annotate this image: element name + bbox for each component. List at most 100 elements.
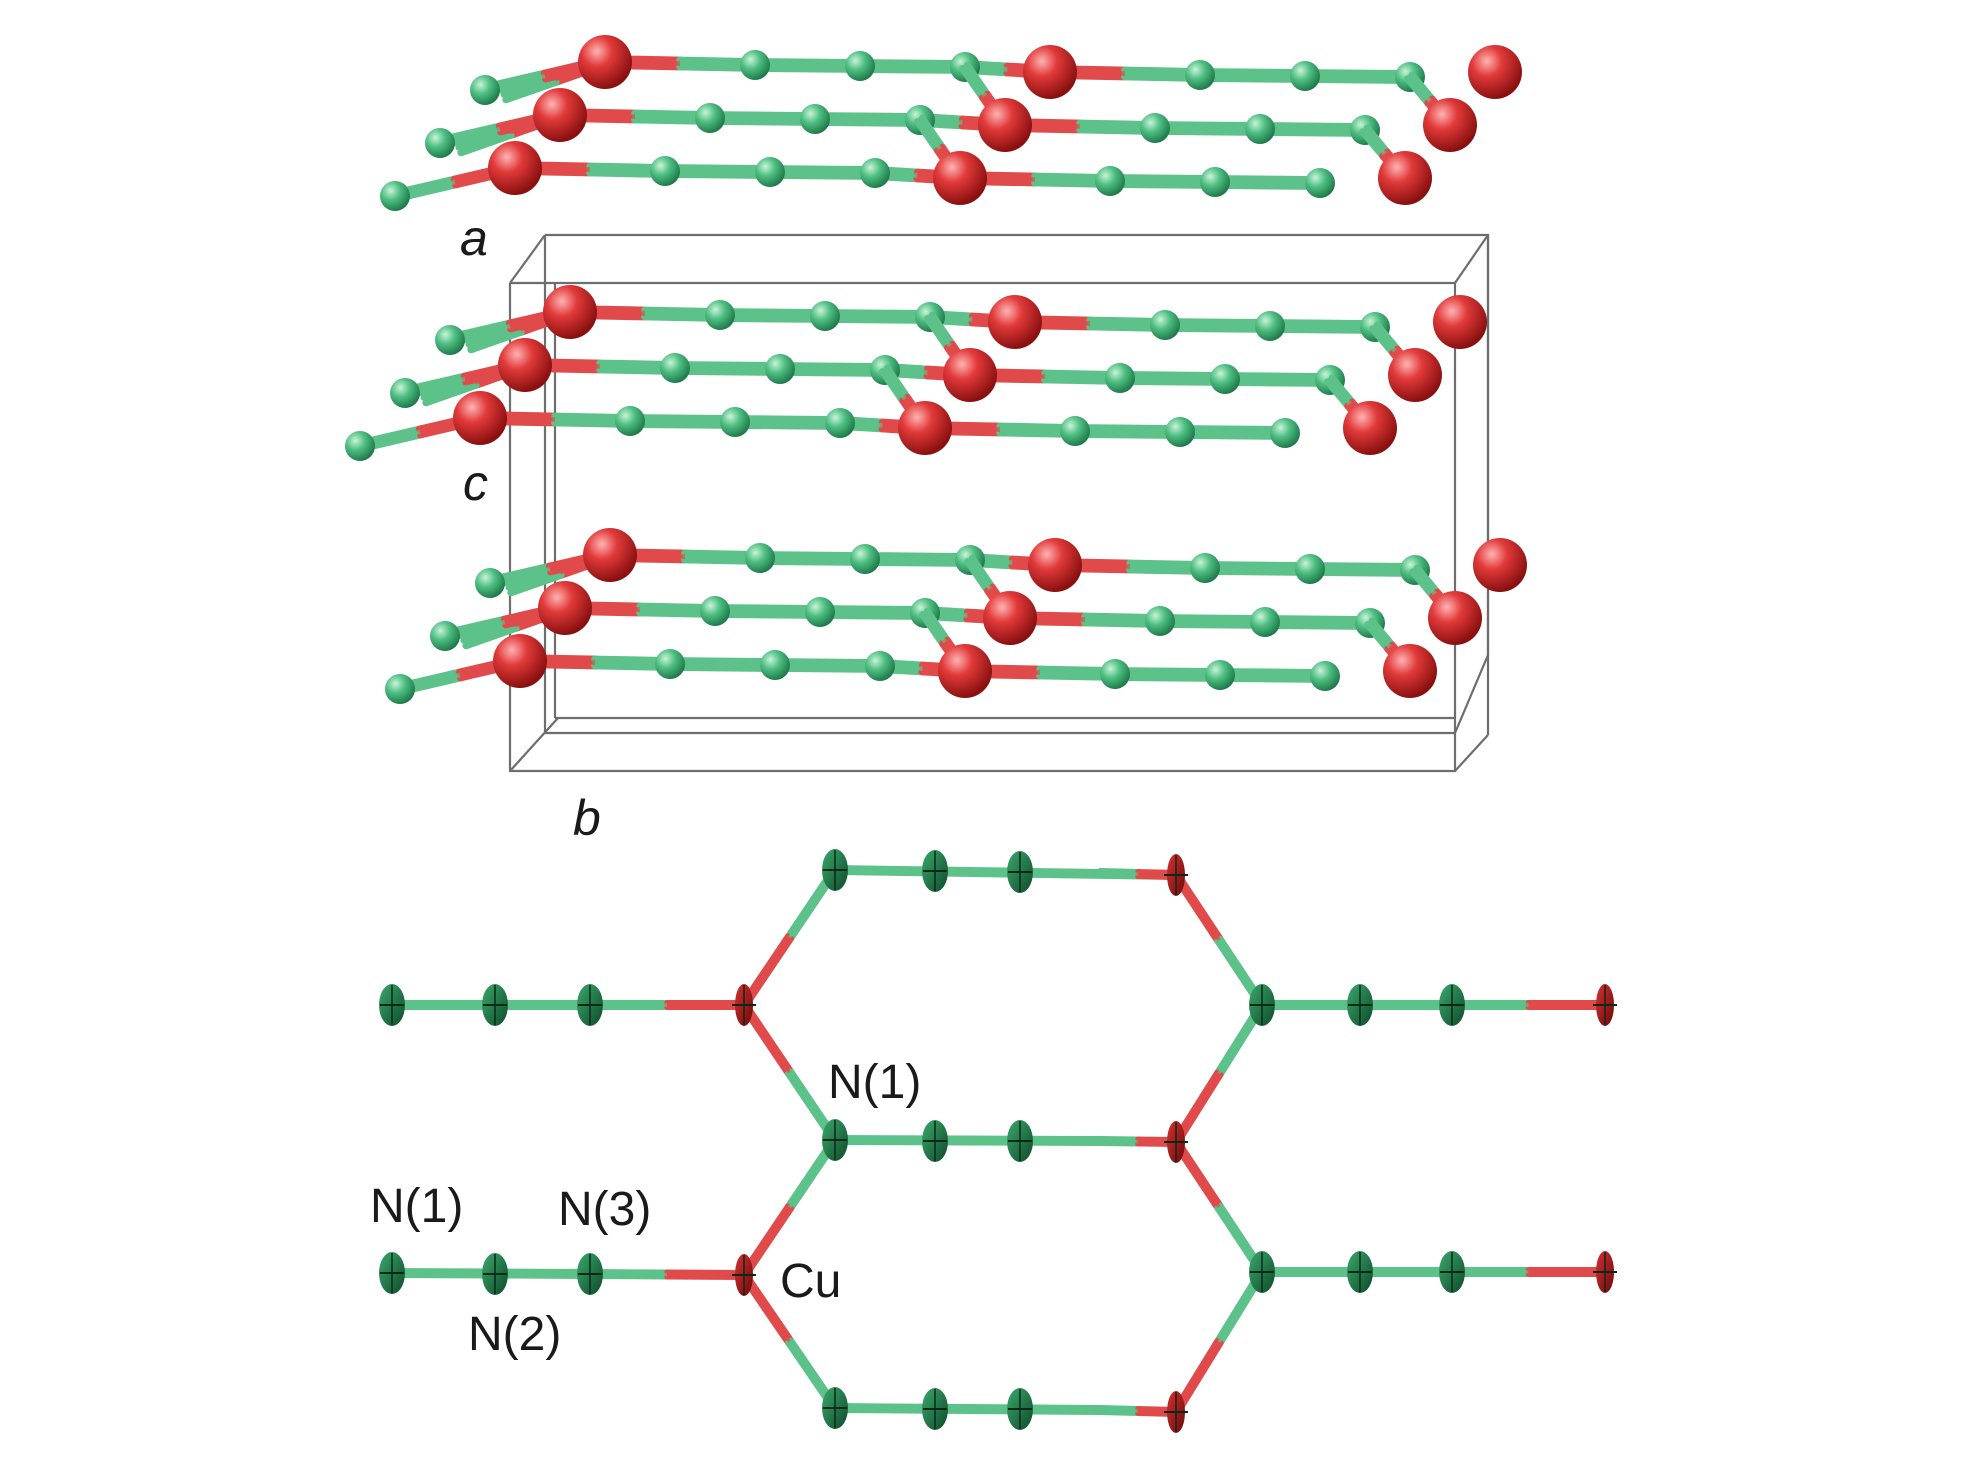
- packing-n-atom: [1185, 60, 1215, 90]
- packing-bond-cb: [1179, 429, 1286, 436]
- packing-bond-ca: [1074, 428, 1181, 435]
- packing-n-atom: [810, 301, 840, 331]
- hc-diag-7-a1: [1175, 1138, 1224, 1209]
- packing-bond-a0: [1201, 567, 1314, 576]
- packing-bond-a0: [661, 170, 774, 179]
- packing-layer-1: [380, 35, 1522, 211]
- packing-link-a1: [928, 311, 956, 348]
- label-n1-upper: N(1): [828, 1056, 921, 1109]
- label-n2: N(2): [468, 1308, 561, 1361]
- packing-cu-atom: [988, 295, 1042, 349]
- packing-layer-2: [345, 285, 1487, 461]
- hc-bond-top-cu-a0: [1097, 872, 1141, 879]
- packing-n-atom: [760, 650, 790, 680]
- layer-packing-view: [345, 35, 1527, 704]
- packing-bond-a0: [1071, 430, 1184, 439]
- label-cu: Cu: [780, 1255, 841, 1308]
- packing-bond-b1: [1301, 69, 1414, 78]
- packing-bond-a0: [706, 117, 819, 126]
- packing-n-atom: [650, 156, 680, 186]
- packing-cu-atom: [578, 35, 632, 89]
- hc-bond-top-a0: [832, 869, 1009, 878]
- packing-cu-atom: [1343, 401, 1397, 455]
- packing-bond-a0: [751, 64, 864, 73]
- packing-n-atom: [850, 544, 880, 574]
- packing-bond-cb: [1219, 672, 1326, 679]
- packing-link-a1: [1373, 321, 1401, 353]
- hc-bond-mid-b1: [964, 1135, 1103, 1142]
- packing-link-b1: [457, 131, 515, 157]
- hc-n-atom: [1249, 1251, 1275, 1293]
- packing-bond-a1: [751, 58, 864, 67]
- packing-n-atom: [720, 407, 750, 437]
- packing-bond-cb: [774, 662, 881, 669]
- packing-n-atom: [705, 300, 735, 330]
- hc-diag-1-b1: [743, 935, 795, 1009]
- packing-link-a1: [1328, 374, 1356, 406]
- packing-bond-b0: [821, 315, 934, 324]
- axis-label-b: b: [573, 790, 601, 846]
- packing-bond-b0: [1261, 621, 1374, 630]
- packing-bond-cb: [1264, 619, 1371, 626]
- packing-bond-b0: [1301, 75, 1414, 84]
- packing-bond-cb: [734, 419, 841, 426]
- packing-bond: [1071, 424, 1289, 440]
- packing-bond-b1: [1211, 175, 1324, 184]
- packing-bond-a1: [1116, 371, 1229, 380]
- packing-link-a1: [883, 364, 911, 401]
- packing-cu-atom: [583, 528, 637, 582]
- unit-cell-edge-4: [509, 717, 559, 772]
- packing-bond-b0: [856, 65, 969, 74]
- packing-layer-2-row-2: [476, 406, 1300, 448]
- hc-n-atom: [822, 1119, 848, 1161]
- hc-bond-top-ca: [834, 868, 1006, 875]
- hc-bond-row4-cu-b0: [664, 1273, 747, 1280]
- packing-bond-b1: [856, 59, 969, 68]
- packing-terminal-n-atom: [345, 431, 375, 461]
- packing-bond-cb: [819, 609, 926, 616]
- packing-bond-ca: [674, 365, 781, 372]
- hc-bond-row2-cu: [587, 1000, 747, 1010]
- packing-n-atom: [1305, 168, 1335, 198]
- hc-bond-mid-cu-a0: [1097, 1140, 1141, 1147]
- packing-bond-cb: [824, 313, 931, 320]
- packing-n-atom: [615, 406, 645, 436]
- packing-bond-b0: [771, 664, 884, 673]
- packing-terminal-n-atom: [425, 128, 455, 158]
- packing-bond-b1: [1261, 615, 1374, 624]
- packing-n-atom: [695, 103, 725, 133]
- packing-bond-ca: [1164, 322, 1271, 329]
- hc-cu-atom: [732, 984, 756, 1026]
- packing-link-a0: [914, 118, 942, 155]
- packing-n-atom: [1095, 166, 1125, 196]
- packing-link-b1: [462, 624, 520, 650]
- packing-bond-a0: [1116, 377, 1229, 386]
- packing-bond-a1: [1196, 68, 1309, 77]
- hc-bond-row4-cu-b1: [664, 1269, 747, 1276]
- packing-bond-b0: [1256, 128, 1369, 137]
- packing-bond: [661, 164, 879, 180]
- packing-layer-2-row-0: [566, 300, 1390, 342]
- unit-cell-edge-3: [1454, 734, 1489, 772]
- packing-cu-atom: [933, 151, 987, 205]
- packing-bond-b1: [1176, 425, 1289, 434]
- packing-bond-a0: [756, 557, 869, 566]
- hc-diag-2-a1: [743, 1001, 795, 1075]
- packing-bond-a0: [1111, 673, 1224, 682]
- packing-layer-3-row-2: [516, 649, 1340, 691]
- packing-link-ca: [1413, 568, 1437, 596]
- hc-bond-top-cu-a1: [1097, 868, 1141, 875]
- hc-diag-5: [1171, 871, 1267, 1009]
- packing-bond: [671, 361, 889, 377]
- packing-bond-a1: [716, 308, 829, 317]
- packing-n-atom: [800, 104, 830, 134]
- packing-link-a0: [1409, 568, 1437, 600]
- packing-n-atom: [825, 408, 855, 438]
- packing-bond-a1: [671, 361, 784, 370]
- packing-cu-atom: [533, 88, 587, 142]
- packing-bond-b1: [821, 309, 934, 318]
- packing-bond-b0: [811, 118, 924, 127]
- unit-cell-edge-1: [509, 234, 546, 284]
- packing-bond-b1: [1266, 319, 1379, 328]
- packing-link-ca: [1363, 128, 1387, 156]
